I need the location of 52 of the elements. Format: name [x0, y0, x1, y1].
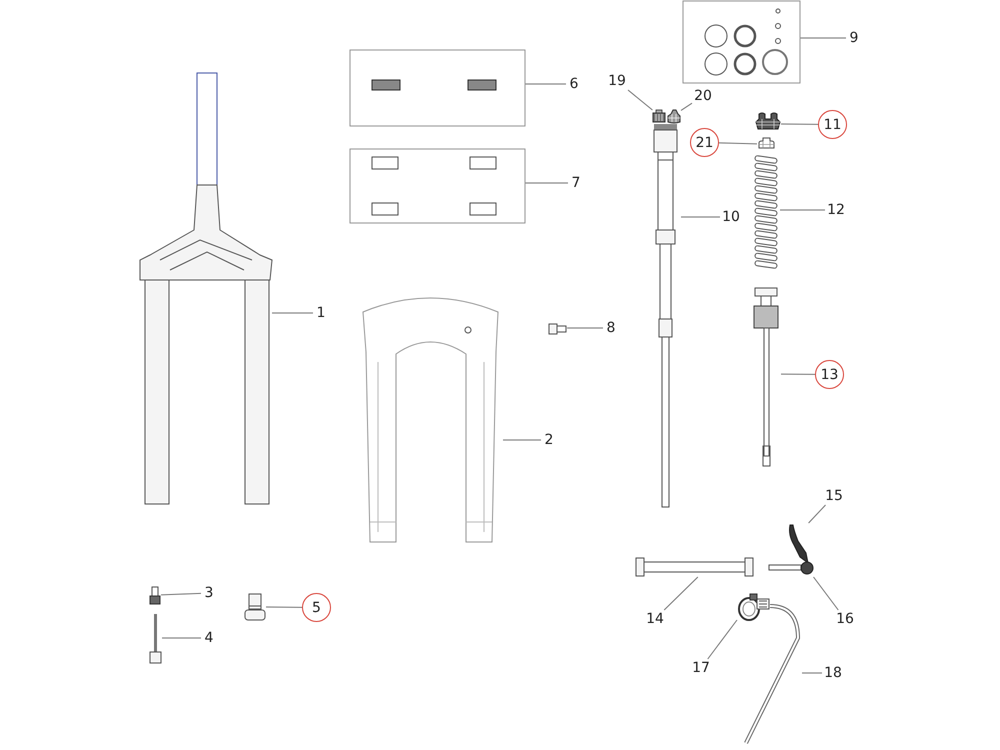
- callout-number: 9: [846, 29, 862, 47]
- callout-number: 12: [825, 201, 847, 219]
- leader-line: [266, 606, 302, 608]
- callout-number: 16: [834, 610, 856, 628]
- leader-line: [780, 124, 818, 125]
- callout-number: 2: [541, 431, 557, 449]
- callout-number: 7: [568, 174, 584, 192]
- coil-spring-drawing: [752, 157, 780, 271]
- leader-line: [524, 182, 568, 184]
- callout-number: 3: [201, 584, 217, 602]
- bolt-drawing: [244, 594, 266, 621]
- leader-line: [808, 504, 826, 524]
- callout-number: 19: [606, 72, 628, 90]
- axle-end-drawing: [769, 559, 814, 577]
- callout-number: 5: [302, 593, 331, 622]
- seal-kit-drawing: [683, 1, 800, 83]
- washer-drawing: [757, 138, 776, 150]
- leader-line: [680, 102, 692, 111]
- callout-number: 6: [566, 75, 582, 93]
- leader-line: [160, 592, 202, 596]
- screw-drawing: [149, 587, 161, 605]
- parts-card-drawing: [350, 149, 525, 223]
- leader-line: [813, 576, 839, 610]
- callout-number: 8: [603, 319, 619, 337]
- callout-number: 4: [201, 629, 217, 647]
- top-cap-drawing: [755, 113, 781, 131]
- remote-clamp-drawing: [737, 594, 771, 622]
- callout-number: 18: [822, 664, 844, 682]
- bleed-screw-drawing: [549, 321, 567, 337]
- axle-drawing: [636, 557, 753, 577]
- leader-line: [718, 142, 758, 144]
- callout-number: 14: [644, 610, 666, 628]
- leader-line: [802, 672, 822, 674]
- callout-number: 1: [313, 304, 329, 322]
- callout-number: 17: [690, 659, 712, 677]
- leader-line: [628, 90, 653, 110]
- callout-number: 20: [692, 87, 714, 105]
- callout-number: 13: [815, 360, 844, 389]
- leader-line: [780, 374, 816, 375]
- callout-number: 10: [720, 208, 742, 226]
- leader-line: [707, 620, 738, 660]
- air-spring-rod-drawing: [751, 288, 781, 468]
- knob-drawing: [667, 110, 681, 124]
- leader-line: [664, 576, 698, 610]
- leader-line: [272, 312, 314, 314]
- rod-drawing: [149, 614, 162, 664]
- callout-number: 15: [823, 487, 845, 505]
- callout-number: 11: [818, 110, 847, 139]
- callout-number: 21: [690, 128, 719, 157]
- knob-drawing: [652, 110, 666, 124]
- parts-card-drawing: [350, 50, 525, 126]
- leader-line: [680, 216, 720, 218]
